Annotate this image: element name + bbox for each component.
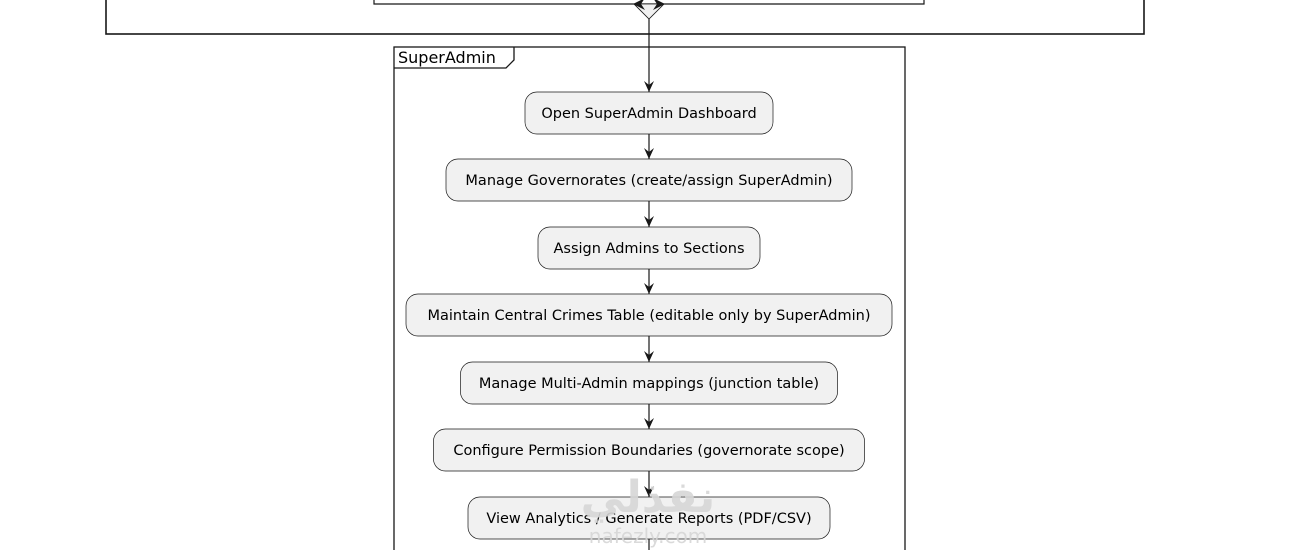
watermark-latin: nafezly.com xyxy=(589,524,707,548)
watermark-arabic: نفذلي xyxy=(581,472,716,523)
arrow-head-start xyxy=(644,81,654,92)
activity-node-label: Manage Governorates (create/assign Super… xyxy=(465,173,832,189)
activity-node-box xyxy=(405,293,893,337)
activity-node-label: Manage Multi-Admin mappings (junction ta… xyxy=(479,376,819,392)
activity-node-label: Maintain Central Crimes Table (editable … xyxy=(427,308,870,324)
arrow-head xyxy=(644,351,654,362)
arrow-head xyxy=(644,486,654,497)
arrow-head xyxy=(644,148,654,159)
activity-node: Manage Governorates (create/assign Super… xyxy=(445,158,853,202)
activity-node: Maintain Central Crimes Table (editable … xyxy=(405,293,893,337)
activity-node-box xyxy=(445,158,853,202)
activity-node-label: View Analytics / Generate Reports (PDF/C… xyxy=(486,511,811,527)
merge-arrow-left xyxy=(633,0,645,10)
activity-node-box xyxy=(467,496,831,540)
partition-title: SuperAdmin xyxy=(398,48,496,67)
activity-node-box xyxy=(433,428,865,472)
arrow-head xyxy=(644,283,654,294)
activity-node: View Analytics / Generate Reports (PDF/C… xyxy=(467,496,831,540)
previous-partition-box xyxy=(373,0,925,5)
activity-node-box xyxy=(524,91,774,135)
activity-node-box xyxy=(460,361,838,405)
activity-node: Manage Multi-Admin mappings (junction ta… xyxy=(460,361,838,405)
activity-node-label: Configure Permission Boundaries (governo… xyxy=(453,443,844,459)
activity-node: Open SuperAdmin Dashboard xyxy=(524,91,774,135)
activity-node: Configure Permission Boundaries (governo… xyxy=(433,428,865,472)
partition-tab xyxy=(394,47,515,69)
activity-node-label: Assign Admins to Sections xyxy=(553,241,744,257)
merge-arrow-right xyxy=(653,0,665,10)
arrow-head xyxy=(644,418,654,429)
arrow-head xyxy=(644,216,654,227)
watermark: نفذلي nafezly.com xyxy=(581,472,716,548)
activity-node-box xyxy=(537,226,761,270)
activity-node-label: Open SuperAdmin Dashboard xyxy=(541,106,756,122)
outer-frame xyxy=(105,0,1145,35)
activity-node: Assign Admins to Sections xyxy=(537,226,761,270)
